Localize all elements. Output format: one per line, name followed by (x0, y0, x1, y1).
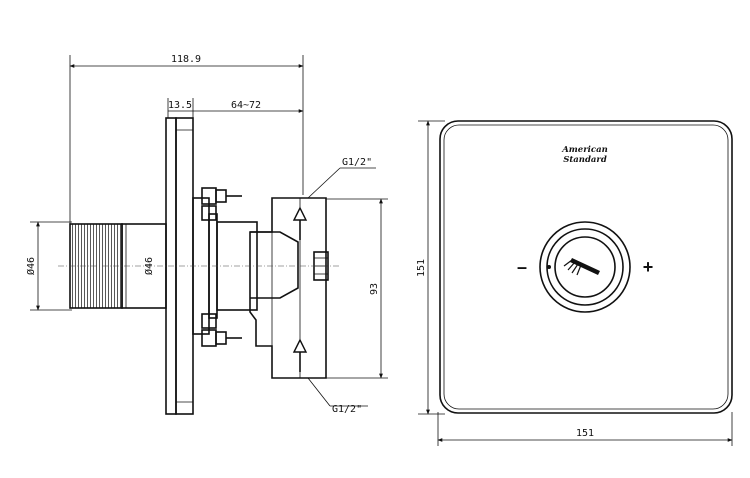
dimension-overall-depth: 118.9 (69, 54, 304, 225)
dimension-flange: 13.5 64~72 (167, 98, 304, 118)
dimension-handle-diameter: Ø46 (25, 221, 72, 311)
flow-arrow-bottom (292, 338, 308, 372)
valve-body (216, 197, 329, 379)
dimension-plate-height: 151 (416, 120, 445, 415)
brand-line2: Standard (563, 155, 607, 165)
brand-line1: American (561, 145, 608, 155)
mounting-screw-bottom (201, 313, 242, 347)
control-handle[interactable] (539, 221, 631, 313)
brand-logo: American Standard (561, 145, 608, 165)
port-top-label: G1/2" (342, 157, 372, 168)
cover-plate-front (439, 120, 733, 414)
port-callout-bottom: G1/2" (307, 377, 368, 415)
handle-diameter-label: Ø46 (25, 257, 37, 275)
dimension-plate-width: 151 (437, 412, 733, 446)
side-view: 118.9 13.5 64~72 Ø46 Ø46 (25, 54, 388, 415)
port-callout-top: G1/2" (307, 157, 376, 199)
port-bottom-label: G1/2" (332, 404, 362, 415)
port-spacing-label: 93 (369, 283, 380, 295)
flow-arrow-top (292, 206, 308, 240)
flange-thickness-label: 13.5 (168, 100, 192, 111)
overall-depth-label: 118.9 (171, 54, 201, 65)
front-view: 151 151 American Standard (416, 120, 733, 446)
increase-symbol: + (643, 257, 654, 277)
plate-height-label: 151 (416, 259, 427, 277)
mounting-screw-top (201, 187, 242, 221)
plate-width-label: 151 (576, 428, 594, 439)
dimension-port-spacing: 93 (326, 198, 388, 379)
indicator-dot (547, 265, 551, 269)
shower-head-icon (563, 258, 600, 276)
decrease-symbol: – (517, 257, 527, 277)
wall-depth-label: 64~72 (231, 100, 261, 111)
